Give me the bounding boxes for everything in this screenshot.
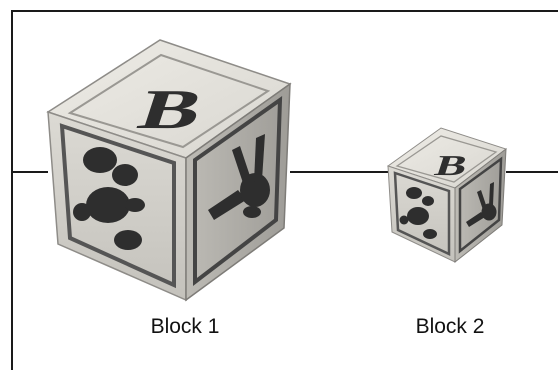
- block-2-caption: Block 2: [415, 315, 485, 338]
- block-1: B: [46, 39, 292, 302]
- block-2: B: [386, 127, 508, 264]
- block-2-figure-icon: [399, 187, 437, 239]
- block-2-right-face: [454, 147, 507, 264]
- block-comparison-diagram: B B: [11, 39, 558, 302]
- block-1-caption: Block 1: [150, 315, 220, 338]
- block-1-figure-icon: [73, 147, 145, 250]
- block-2-key-icon: [466, 182, 497, 227]
- outer-frame: [11, 10, 558, 370]
- block-1-key-icon: [208, 134, 270, 220]
